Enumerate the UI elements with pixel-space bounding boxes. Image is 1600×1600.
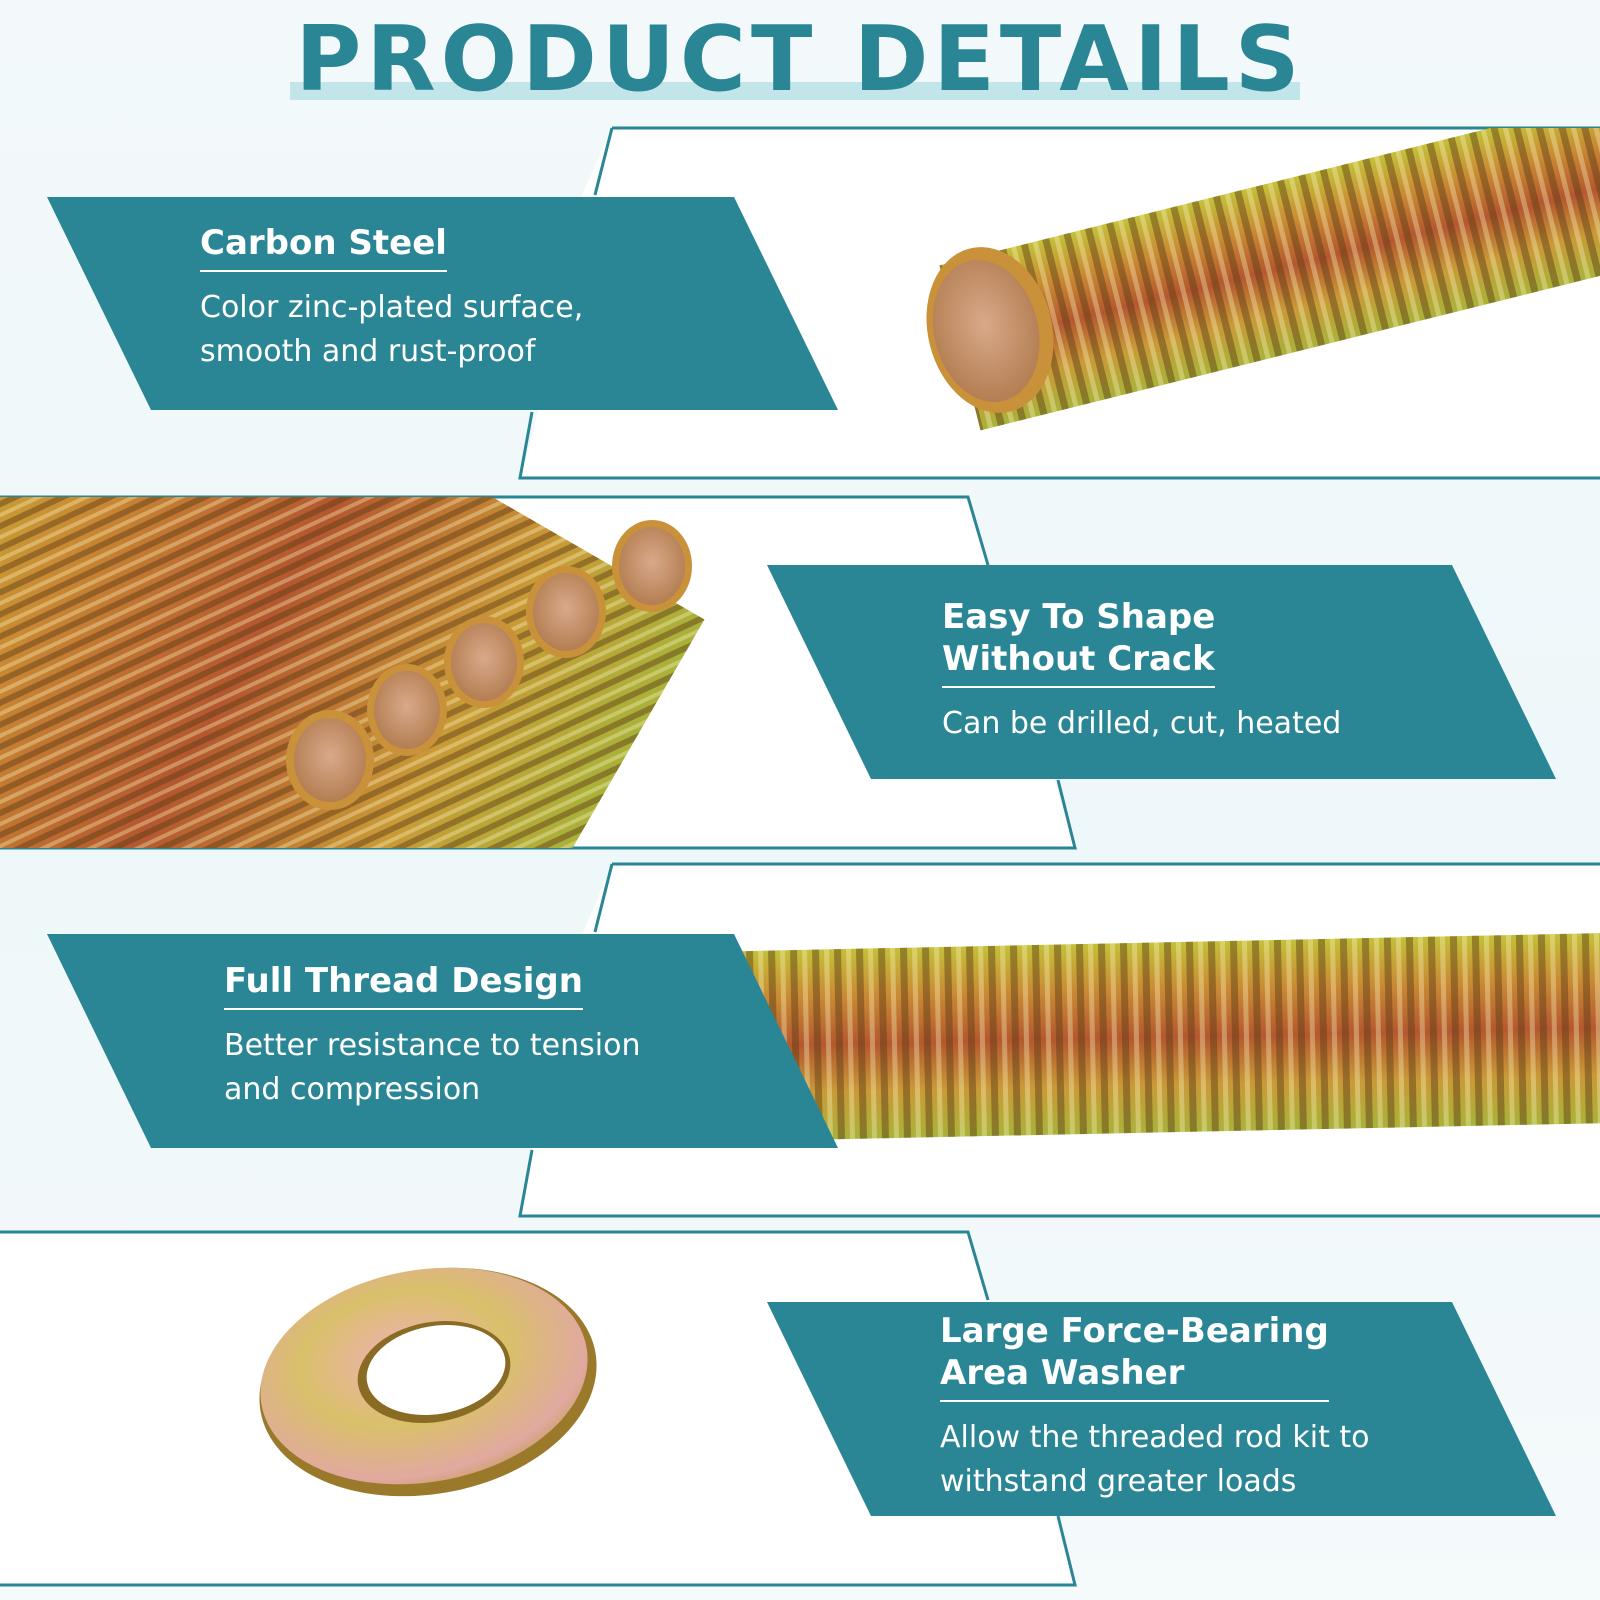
- page-title: PRODUCT DETAILS: [295, 7, 1305, 112]
- title-underline: [290, 82, 1300, 100]
- feature-label-bg-3: [47, 934, 838, 1148]
- threaded-rod-end-icon: [926, 128, 1600, 431]
- feature-label-1: Carbon Steel Color zinc-plated surface, …: [200, 222, 720, 374]
- feature-label-4: Large Force-Bearing Area Washer Allow th…: [940, 1310, 1480, 1504]
- washer-icon: [259, 1267, 597, 1497]
- feature-desc-1: Color zinc-plated surface, smooth and ru…: [200, 290, 584, 369]
- feature-heading-1: Carbon Steel: [200, 222, 447, 272]
- feature-desc-3: Better resistance to tension and compres…: [224, 1028, 641, 1107]
- feature-label-bg-2: [767, 565, 1556, 779]
- threaded-rod-closeup-icon: [698, 932, 1600, 1143]
- feature-desc-2: Can be drilled, cut, heated: [942, 706, 1342, 741]
- feature-heading-2: Easy To Shape Without Crack: [942, 596, 1216, 688]
- feature-heading-4: Large Force-Bearing Area Washer: [940, 1310, 1329, 1402]
- feature-label-2: Easy To Shape Without Crack Can be drill…: [942, 596, 1462, 746]
- feature-label-bg-1: [47, 197, 838, 410]
- threaded-rod-bundle-icon: [0, 497, 705, 848]
- feature-desc-4: Allow the threaded rod kit to withstand …: [940, 1420, 1370, 1499]
- feature-label-bg-4: [767, 1302, 1556, 1516]
- feature-heading-3: Full Thread Design: [224, 960, 583, 1010]
- feature-label-3: Full Thread Design Better resistance to …: [224, 960, 744, 1112]
